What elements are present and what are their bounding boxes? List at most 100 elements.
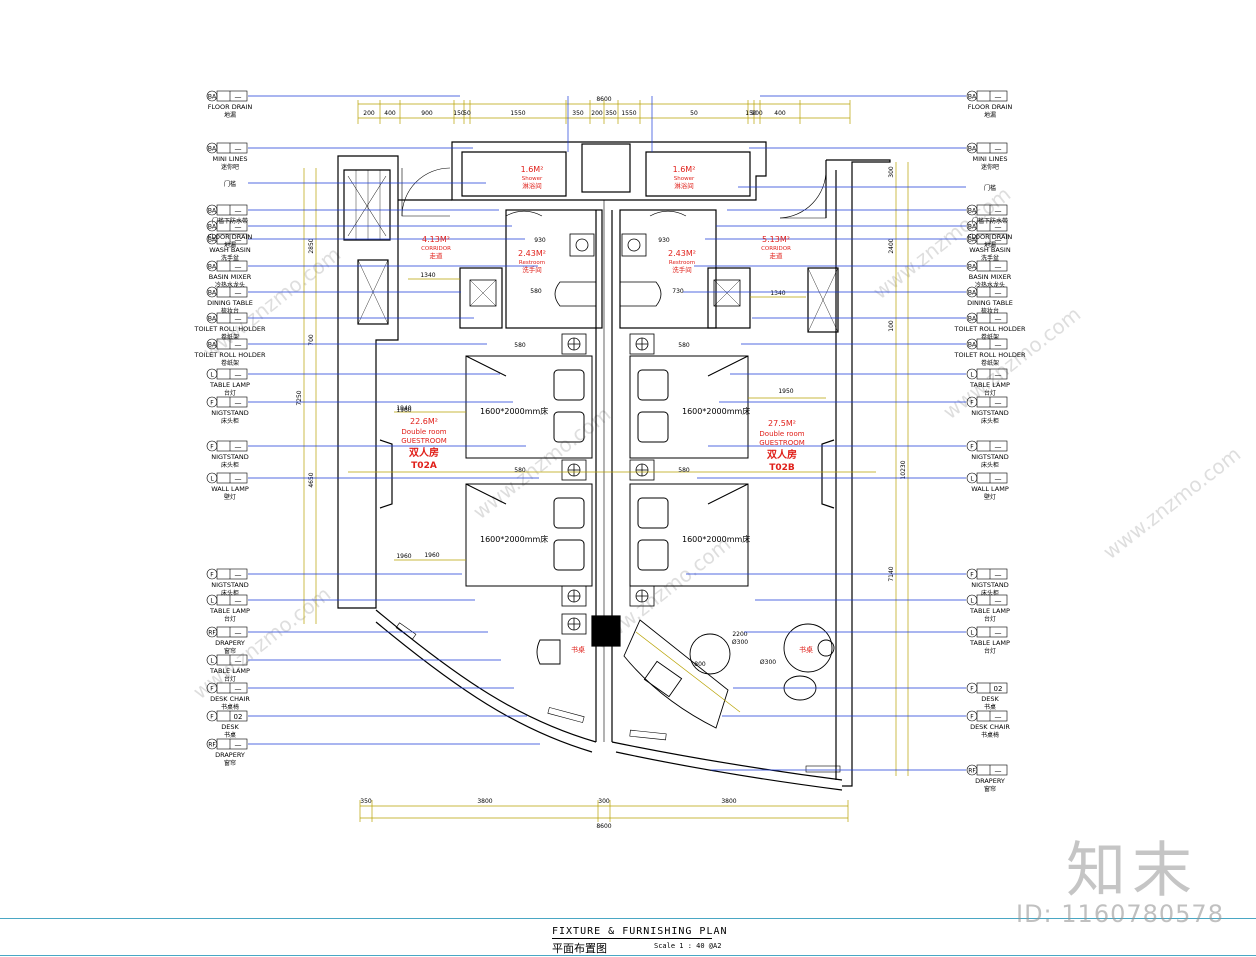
tag-number: — — [235, 315, 242, 323]
tag-number: — — [995, 475, 1002, 483]
dimension-value: 1960 — [424, 552, 439, 559]
tag-name-cn: 书桌 — [224, 731, 236, 739]
dimension-value: 580 — [678, 467, 690, 474]
tag-name: NIGTSTAND — [211, 453, 248, 461]
tag-code: BA — [968, 208, 977, 215]
tag-code: L — [970, 372, 974, 379]
tag-code: BA — [968, 342, 977, 349]
space-area: 2.43M² — [668, 249, 696, 258]
dimension-value: 580 — [530, 288, 542, 295]
tag-code: F — [970, 444, 974, 451]
tag-number: — — [235, 571, 242, 579]
tag-number: — — [995, 236, 1002, 244]
tag-name-cn: 床头柜 — [221, 589, 239, 597]
dimension-value: 1550 — [621, 110, 636, 117]
dimension-value: 3800 — [477, 798, 492, 805]
dimension-value: 4650 — [308, 472, 315, 487]
tag-name-cn: 台灯 — [984, 647, 996, 655]
dimension-value: 400 — [384, 110, 396, 117]
tag-code: BA — [208, 264, 217, 271]
bed-size-label: 1600*2000mm床 — [480, 534, 548, 544]
tag-number: 02 — [994, 685, 1003, 693]
watermark-logo: 知末 — [1066, 836, 1198, 906]
tag-number: — — [235, 741, 242, 749]
tag-name-cn: 梳妆台 — [981, 307, 999, 315]
tag-name: TABLE LAMP — [969, 607, 1010, 615]
tag-name-cn: 冷热水龙头 — [215, 281, 245, 289]
title-block-top-rule — [0, 918, 1256, 919]
dimension-value: 1940 — [396, 405, 411, 412]
tag-number: — — [235, 263, 242, 271]
room-code: T02A — [411, 461, 437, 471]
tag-name-cn: 卷纸架 — [221, 333, 239, 341]
tag-name: WASH BASIN — [969, 246, 1011, 254]
tag-name-cn: 卷纸架 — [981, 333, 999, 341]
dimension-value: 930 — [658, 237, 670, 244]
dimension-value: 1340 — [770, 290, 785, 297]
space-area: 5.13M² — [762, 235, 790, 244]
dimension-value: 1960 — [396, 553, 411, 560]
walls — [337, 141, 891, 791]
dimension-value: Ø300 — [732, 639, 748, 646]
double-bed: 1600*2000mm床 — [465, 355, 593, 459]
space-name-cn: 走道 — [770, 251, 784, 260]
tag-name-cn: 床头柜 — [221, 417, 239, 425]
tag-code: BA — [208, 208, 217, 215]
tag-code: BA — [968, 316, 977, 323]
tag-code: BA — [208, 316, 217, 323]
nightstand-lamp — [561, 459, 587, 481]
tag-name: WASH BASIN — [209, 246, 251, 254]
tag-name: DINING TABLE — [967, 299, 1013, 307]
tag-name: DINING TABLE — [207, 299, 253, 307]
title-underline — [552, 938, 712, 939]
space-area: 1.6M² — [673, 165, 696, 174]
tag-code: F — [210, 400, 214, 407]
tag-name-cn: 卷纸架 — [981, 359, 999, 367]
tag-name-cn: 床头柜 — [981, 417, 999, 425]
tag-number: — — [995, 145, 1002, 153]
tag-name-cn: 壁灯 — [984, 493, 996, 501]
tag-name: NIGTSTAND — [971, 409, 1008, 417]
space-name-cn: 洗手间 — [522, 265, 542, 274]
dimension-value: 2400 — [888, 238, 895, 253]
dimension-value: 8600 — [596, 96, 611, 103]
tag-code: BA — [208, 237, 217, 244]
nightstand-lamp — [629, 585, 655, 607]
space-name: Shower — [674, 176, 695, 182]
room-name-cn: 双人房 — [767, 448, 797, 461]
tag-number: — — [995, 571, 1002, 579]
tag-name: TABLE LAMP — [969, 639, 1010, 647]
tag-code: BA — [208, 146, 217, 153]
room-area: 22.6M² — [410, 417, 438, 426]
tag-name: FLOOR DRAIN — [968, 103, 1013, 111]
dimension-value: 350 — [572, 110, 584, 117]
tag-name: TOILET ROLL HOLDER — [194, 351, 266, 359]
double-bed: 1600*2000mm床 — [629, 483, 750, 587]
tag-number: — — [995, 629, 1002, 637]
space-name: CORRIDOR — [421, 246, 451, 252]
drawing-title: FIXTURE & FURNISHING PLAN — [552, 926, 728, 937]
tag-number: — — [235, 443, 242, 451]
tag-number: — — [235, 289, 242, 297]
tag-code: L — [970, 630, 974, 637]
dimension-value: 580 — [678, 342, 690, 349]
nightstand-lamps — [561, 333, 655, 635]
tag-number: — — [995, 443, 1002, 451]
tag-name: BASIN MIXER — [969, 273, 1012, 281]
tag-number: — — [995, 289, 1002, 297]
dimension-value: 1950 — [778, 388, 793, 395]
